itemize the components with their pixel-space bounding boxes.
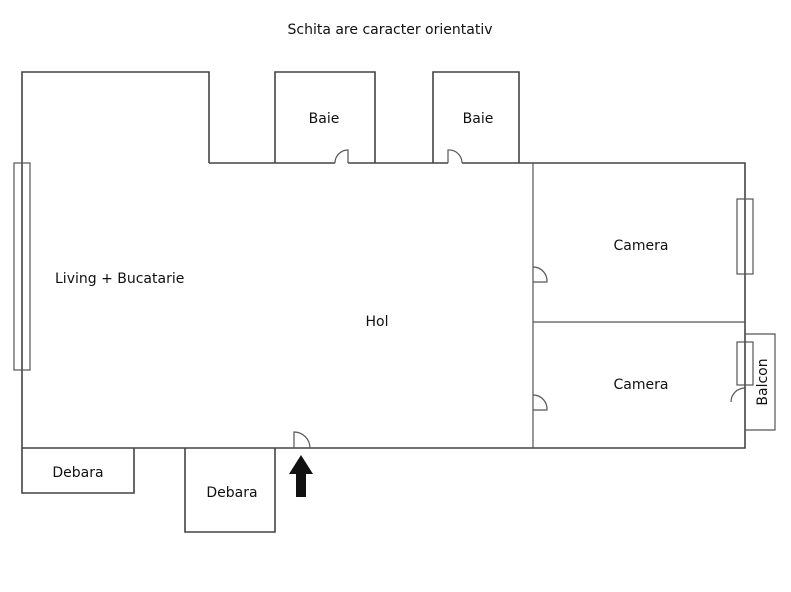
camera-2-window-icon <box>736 341 754 386</box>
balcon-walls <box>745 333 776 431</box>
camera-2-door-icon <box>532 394 548 411</box>
balcon-door-icon <box>730 387 746 403</box>
baie-1-door-icon <box>334 149 349 164</box>
camera-1-window-icon <box>736 198 754 275</box>
room-label-camera-1: Camera <box>614 238 669 254</box>
plan-title: Schita are caracter orientativ <box>287 22 492 38</box>
room-label-hol: Hol <box>366 314 389 330</box>
baie-2-walls <box>432 71 520 163</box>
room-label-debara-1: Debara <box>52 465 103 481</box>
living-window-icon <box>13 162 31 371</box>
room-label-balcon: Balcon <box>755 358 771 405</box>
room-label-baie-1: Baie <box>309 111 340 127</box>
room-label-camera-2: Camera <box>614 377 669 393</box>
camera-1-door-icon <box>532 266 548 283</box>
baie-2-door-icon <box>447 149 463 164</box>
entrance-arrow-icon <box>289 455 313 497</box>
debara-2-walls <box>184 448 276 533</box>
room-label-baie-2: Baie <box>463 111 494 127</box>
entrance-door-icon <box>293 431 311 449</box>
room-label-living: Living + Bucatarie <box>55 271 184 287</box>
baie-1-walls <box>274 71 376 163</box>
room-label-debara-2: Debara <box>206 485 257 501</box>
debara-1-walls <box>21 448 135 494</box>
